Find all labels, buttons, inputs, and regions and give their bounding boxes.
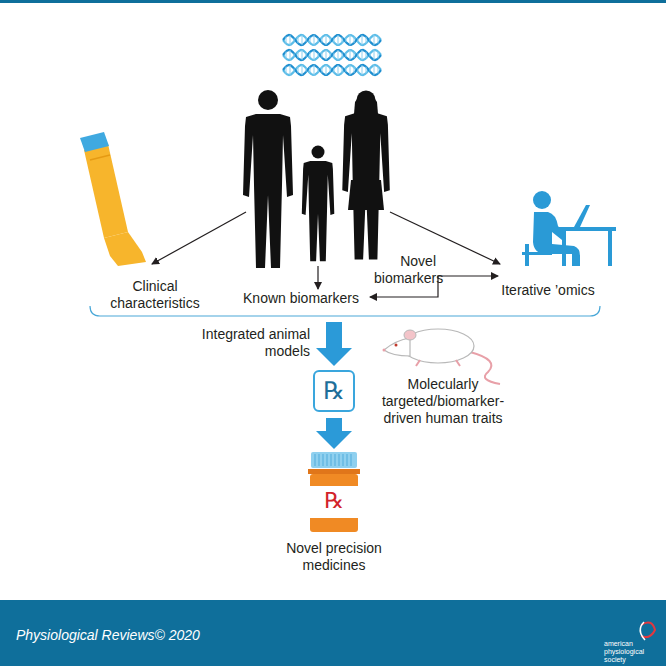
block-arrow [316, 322, 352, 366]
label: Novel precision medicines [279, 540, 389, 574]
top-rule [0, 0, 666, 3]
arrow [317, 266, 318, 289]
rx-symbol: ℞ [305, 488, 363, 514]
label: Integrated animal models [192, 326, 310, 360]
rat [383, 329, 501, 384]
label: Iterative ’omics [488, 282, 608, 299]
pill-bottle: ℞ [305, 452, 371, 534]
rx-symbol: ℞ [323, 378, 345, 404]
footer-bar [0, 600, 666, 666]
arrow [152, 212, 246, 264]
people-silhouettes [243, 90, 390, 268]
footer-text: american physiological society [604, 640, 664, 664]
label: Novel biomarkers [374, 253, 436, 287]
dna-helix [283, 35, 381, 75]
aps-logo [640, 622, 655, 640]
label: Clinical characteristics [95, 278, 215, 312]
rx-box: ℞ [313, 370, 355, 412]
footer-text: Physiological Reviews© 2020 [16, 627, 276, 644]
inhaler [80, 132, 146, 266]
block-arrow [316, 418, 352, 449]
desk-person [522, 191, 616, 266]
label: Known biomarkers [236, 290, 366, 307]
label: Molecularly targeted/biomarker-driven hu… [368, 376, 518, 427]
